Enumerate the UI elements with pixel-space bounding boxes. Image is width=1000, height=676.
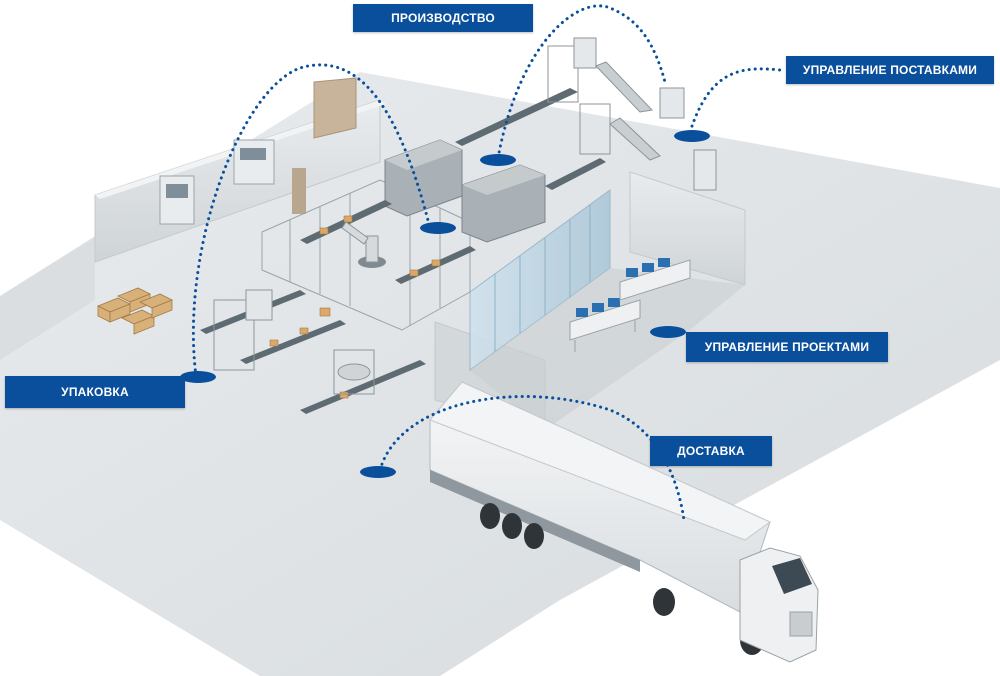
label-packing[interactable]: УПАКОВКА [5, 376, 185, 408]
label-project-management[interactable]: УПРАВЛЕНИЕ ПРОЕКТАМИ [686, 332, 888, 362]
label-delivery[interactable]: ДОСТАВКА [650, 436, 772, 466]
wall-board [313, 77, 357, 139]
floor-shadow [0, 236, 95, 360]
pallet-icon [97, 287, 173, 335]
connection-line-production [496, 4, 667, 160]
hotspot-projects [650, 326, 686, 338]
glass-mullions [494, 205, 591, 352]
box-items [269, 215, 441, 399]
office-floor [470, 268, 745, 430]
connection-line-supply [688, 67, 782, 134]
machine-unit [159, 139, 275, 225]
truck-grille [789, 611, 813, 637]
hotspot-delivery [360, 466, 396, 478]
label-supply-management[interactable]: УПРАВЛЕНИЕ ПОСТАВКАМИ [786, 56, 994, 84]
packing-machine [213, 289, 375, 395]
connection-lines [191, 4, 782, 522]
hotspot-production-1 [480, 154, 516, 166]
connection-line-packing [191, 63, 432, 378]
trailer-underside [430, 470, 640, 572]
truck-windshield [772, 558, 812, 594]
trailer-top [429, 381, 771, 541]
wall-door [292, 168, 306, 214]
robot-arm-icon [341, 221, 386, 268]
truck-icon [429, 381, 819, 663]
tunnel-machine [384, 139, 546, 243]
hotspot-packing [180, 371, 216, 383]
supply-machinery [547, 37, 717, 191]
workstation-icon [569, 298, 641, 352]
hotspot-production-2 [420, 222, 456, 234]
workstation-icon [619, 258, 691, 301]
hotspots [180, 130, 710, 478]
label-production[interactable]: ПРОИЗВОДСТВО [353, 4, 533, 32]
hotspot-supply [674, 130, 710, 142]
